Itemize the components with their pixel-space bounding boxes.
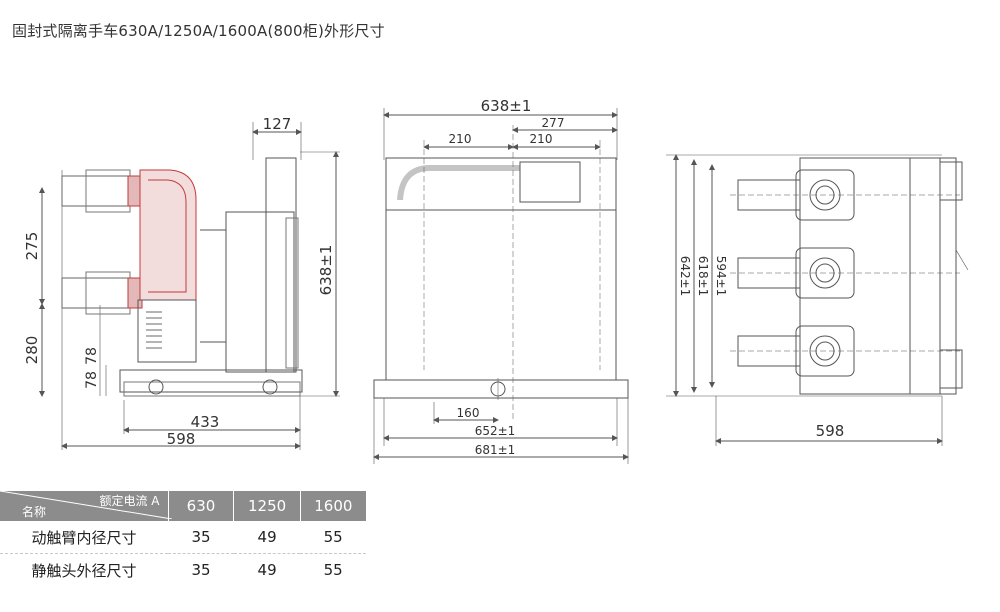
spec-table: 额定电流 A 名称 630 1250 1600 动触臂内径尺寸 35 49 55… (0, 491, 366, 586)
row-label: 动触臂内径尺寸 (0, 521, 168, 554)
cell-value: 55 (300, 521, 366, 554)
dim-652: 652±1 (475, 424, 516, 438)
dim-275: 275 (23, 232, 41, 261)
cell-value: 35 (191, 561, 211, 579)
dim-78a: 78 (84, 347, 100, 365)
page-title: 固封式隔离手车630A/1250A/1600A(800柜)外形尺寸 (12, 22, 385, 40)
header-rated-current: 额定电流 A (99, 494, 160, 508)
column-header-630: 630 (167, 491, 234, 521)
column-header-1250: 1250 (233, 491, 301, 521)
cell-value: 35 (168, 521, 234, 554)
dim-78b: 78 (84, 371, 100, 389)
cell-value: 49 (257, 561, 277, 579)
cell-value: 49 (233, 521, 301, 554)
dim-280: 280 (23, 336, 41, 365)
top-view (666, 154, 969, 446)
table-row: 静触头外径尺寸 35 49 55 (0, 554, 366, 587)
front-view-labels: 638±1 277 210 210 160 652±1 681±1 (449, 97, 565, 457)
row-label: 静触头外径尺寸 (31, 561, 137, 580)
dim-210b: 210 (530, 132, 553, 146)
front-view (373, 108, 629, 464)
dim-681: 681±1 (475, 443, 516, 457)
top-view-labels: 642±1 618±1 594±1 598 (678, 256, 844, 440)
table-corner-header: 额定电流 A 名称 (0, 491, 172, 521)
dim-594: 594±1 (714, 256, 728, 297)
dim-642: 642±1 (678, 256, 692, 297)
side-view (39, 122, 340, 450)
dim-618: 618±1 (696, 256, 710, 297)
dim-433: 433 (191, 413, 220, 431)
dim-127: 127 (263, 115, 292, 133)
dim-598-top: 598 (816, 422, 845, 440)
column-header-1600: 1600 (299, 491, 366, 521)
technical-drawing: 127 275 280 78 78 433 598 638±1 (23, 97, 969, 464)
dim-638-front: 638±1 (481, 97, 532, 115)
side-view-labels: 127 275 280 78 78 433 598 638±1 (23, 115, 335, 448)
dim-210a: 210 (449, 132, 472, 146)
dim-160: 160 (457, 406, 480, 420)
dim-598-side: 598 (167, 430, 196, 448)
header-name: 名称 (22, 505, 47, 519)
cell-value: 55 (323, 561, 343, 579)
dim-277: 277 (542, 116, 565, 130)
corner-diagonal (0, 491, 172, 519)
table-row: 动触臂内径尺寸 35 49 55 (0, 521, 366, 554)
dim-638-side: 638±1 (317, 245, 335, 296)
